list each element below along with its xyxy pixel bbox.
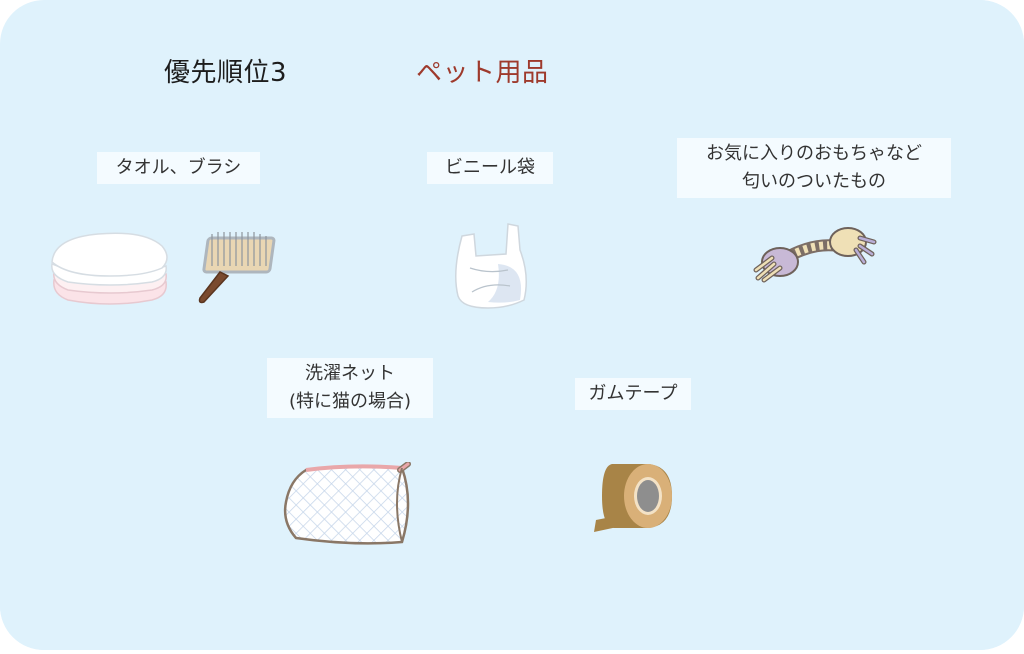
category-heading: ペット用品 (416, 58, 549, 88)
label-line: (特に猫の場合) (288, 391, 412, 412)
item-label-packing-tape: ガムテープ (575, 378, 691, 410)
label-line: お気に入りのおもちゃなど (706, 143, 922, 164)
label-line: ビニール袋 (445, 157, 535, 178)
item-label-favorite-toy: お気に入りのおもちゃなど 匂いのついたもの (677, 138, 951, 198)
label-line: ガムテープ (588, 383, 678, 404)
priority-heading: 優先順位3 (164, 58, 288, 88)
item-label-laundry-net: 洗濯ネット (特に猫の場合) (267, 358, 433, 418)
rope-toy-icon (753, 227, 877, 283)
towel-stack-icon (51, 232, 168, 305)
item-label-plastic-bag: ビニール袋 (427, 152, 553, 184)
label-line: タオル、ブラシ (115, 157, 242, 178)
packing-tape-icon (594, 464, 672, 532)
plastic-bag-icon (455, 223, 527, 309)
label-line: 洗濯ネット (305, 363, 395, 384)
label-line: 匂いのついたもの (742, 171, 886, 192)
laundry-net-icon (283, 462, 411, 545)
item-label-towel-brush: タオル、ブラシ (97, 152, 260, 184)
pet-brush-icon (198, 232, 276, 304)
